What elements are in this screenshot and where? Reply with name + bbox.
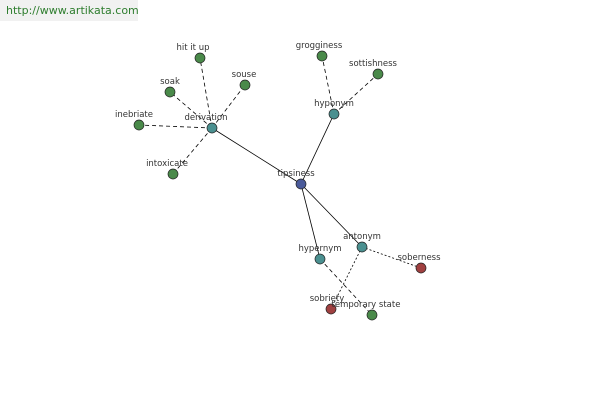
- node-hypernym[interactable]: hypernym: [298, 244, 342, 265]
- node-dot-inebriate[interactable]: [133, 119, 145, 131]
- graph-edges: [138, 55, 422, 316]
- node-label-hit-it-up: hit it up: [177, 43, 210, 53]
- node-sottishness[interactable]: sottishness: [349, 59, 398, 80]
- node-dot-hypernym[interactable]: [314, 253, 326, 265]
- edge-hyponym-grogginess: [321, 55, 335, 115]
- node-dot-tipsiness[interactable]: [295, 178, 307, 190]
- node-dot-intoxicate[interactable]: [167, 168, 179, 180]
- node-temporary-state[interactable]: temporary state: [332, 300, 401, 321]
- node-dot-sottishness[interactable]: [372, 68, 384, 80]
- node-label-soberness: soberness: [397, 253, 441, 263]
- edge-tipsiness-hypernym: [300, 183, 321, 260]
- edge-tipsiness-antonym: [300, 183, 363, 248]
- node-label-inebriate: inebriate: [115, 110, 153, 120]
- edge-hyponym-sottishness: [333, 73, 379, 115]
- edge-tipsiness-hyponym: [300, 113, 335, 185]
- node-dot-antonym[interactable]: [356, 241, 368, 253]
- edge-derivation-intoxicate: [172, 127, 213, 175]
- edge-derivation-souse: [211, 84, 246, 129]
- node-dot-souse[interactable]: [239, 79, 251, 91]
- node-dot-hyponym[interactable]: [328, 108, 340, 120]
- node-label-soak: soak: [160, 77, 180, 87]
- edge-derivation-inebriate: [138, 124, 213, 129]
- edge-derivation-hit-it-up: [199, 57, 213, 129]
- node-label-hypernym: hypernym: [298, 244, 341, 254]
- graph-nodes: tipsiness derivation hyponym antonymhyperny…: [115, 41, 441, 321]
- node-hit-it-up[interactable]: hit it up: [177, 43, 210, 64]
- node-label-intoxicate: intoxicate: [146, 159, 188, 169]
- node-dot-grogginess[interactable]: [316, 50, 328, 62]
- node-label-derivation: derivation: [184, 113, 227, 123]
- node-dot-soberness[interactable]: [415, 262, 427, 274]
- node-hyponym[interactable]: hyponym: [314, 99, 354, 120]
- node-label-souse: souse: [232, 70, 257, 80]
- node-tipsiness[interactable]: tipsiness: [277, 169, 315, 190]
- node-intoxicate[interactable]: intoxicate: [146, 159, 188, 180]
- node-inebriate[interactable]: inebriate: [115, 110, 153, 131]
- node-label-tipsiness: tipsiness: [277, 169, 315, 179]
- node-sobriety[interactable]: sobriety: [310, 294, 344, 315]
- node-grogginess[interactable]: grogginess: [296, 41, 343, 62]
- node-dot-temporary-state[interactable]: [366, 309, 378, 321]
- edge-tipsiness-derivation: [211, 127, 302, 185]
- node-antonym[interactable]: antonym: [343, 232, 381, 253]
- node-label-antonym: antonym: [343, 232, 381, 242]
- edge-derivation-soak: [169, 91, 213, 129]
- node-dot-soak[interactable]: [164, 86, 176, 98]
- node-label-hyponym: hyponym: [314, 99, 354, 109]
- node-dot-sobriety[interactable]: [325, 303, 337, 315]
- node-souse[interactable]: souse: [232, 70, 257, 91]
- site-url[interactable]: http://www.artikata.com: [0, 0, 139, 21]
- edge-antonym-soberness: [361, 246, 422, 269]
- node-label-temporary-state: temporary state: [332, 300, 401, 310]
- node-soberness[interactable]: soberness: [397, 253, 441, 274]
- node-dot-hit-it-up[interactable]: [194, 52, 206, 64]
- node-label-grogginess: grogginess: [296, 41, 343, 51]
- node-dot-derivation[interactable]: [206, 122, 218, 134]
- edge-antonym-sobriety: [330, 246, 363, 310]
- node-label-sottishness: sottishness: [349, 59, 398, 69]
- node-soak[interactable]: soak: [160, 77, 180, 98]
- edge-hypernym-temporary-state: [319, 258, 373, 316]
- node-label-sobriety: sobriety: [310, 294, 344, 304]
- node-derivation[interactable]: derivation: [184, 113, 228, 134]
